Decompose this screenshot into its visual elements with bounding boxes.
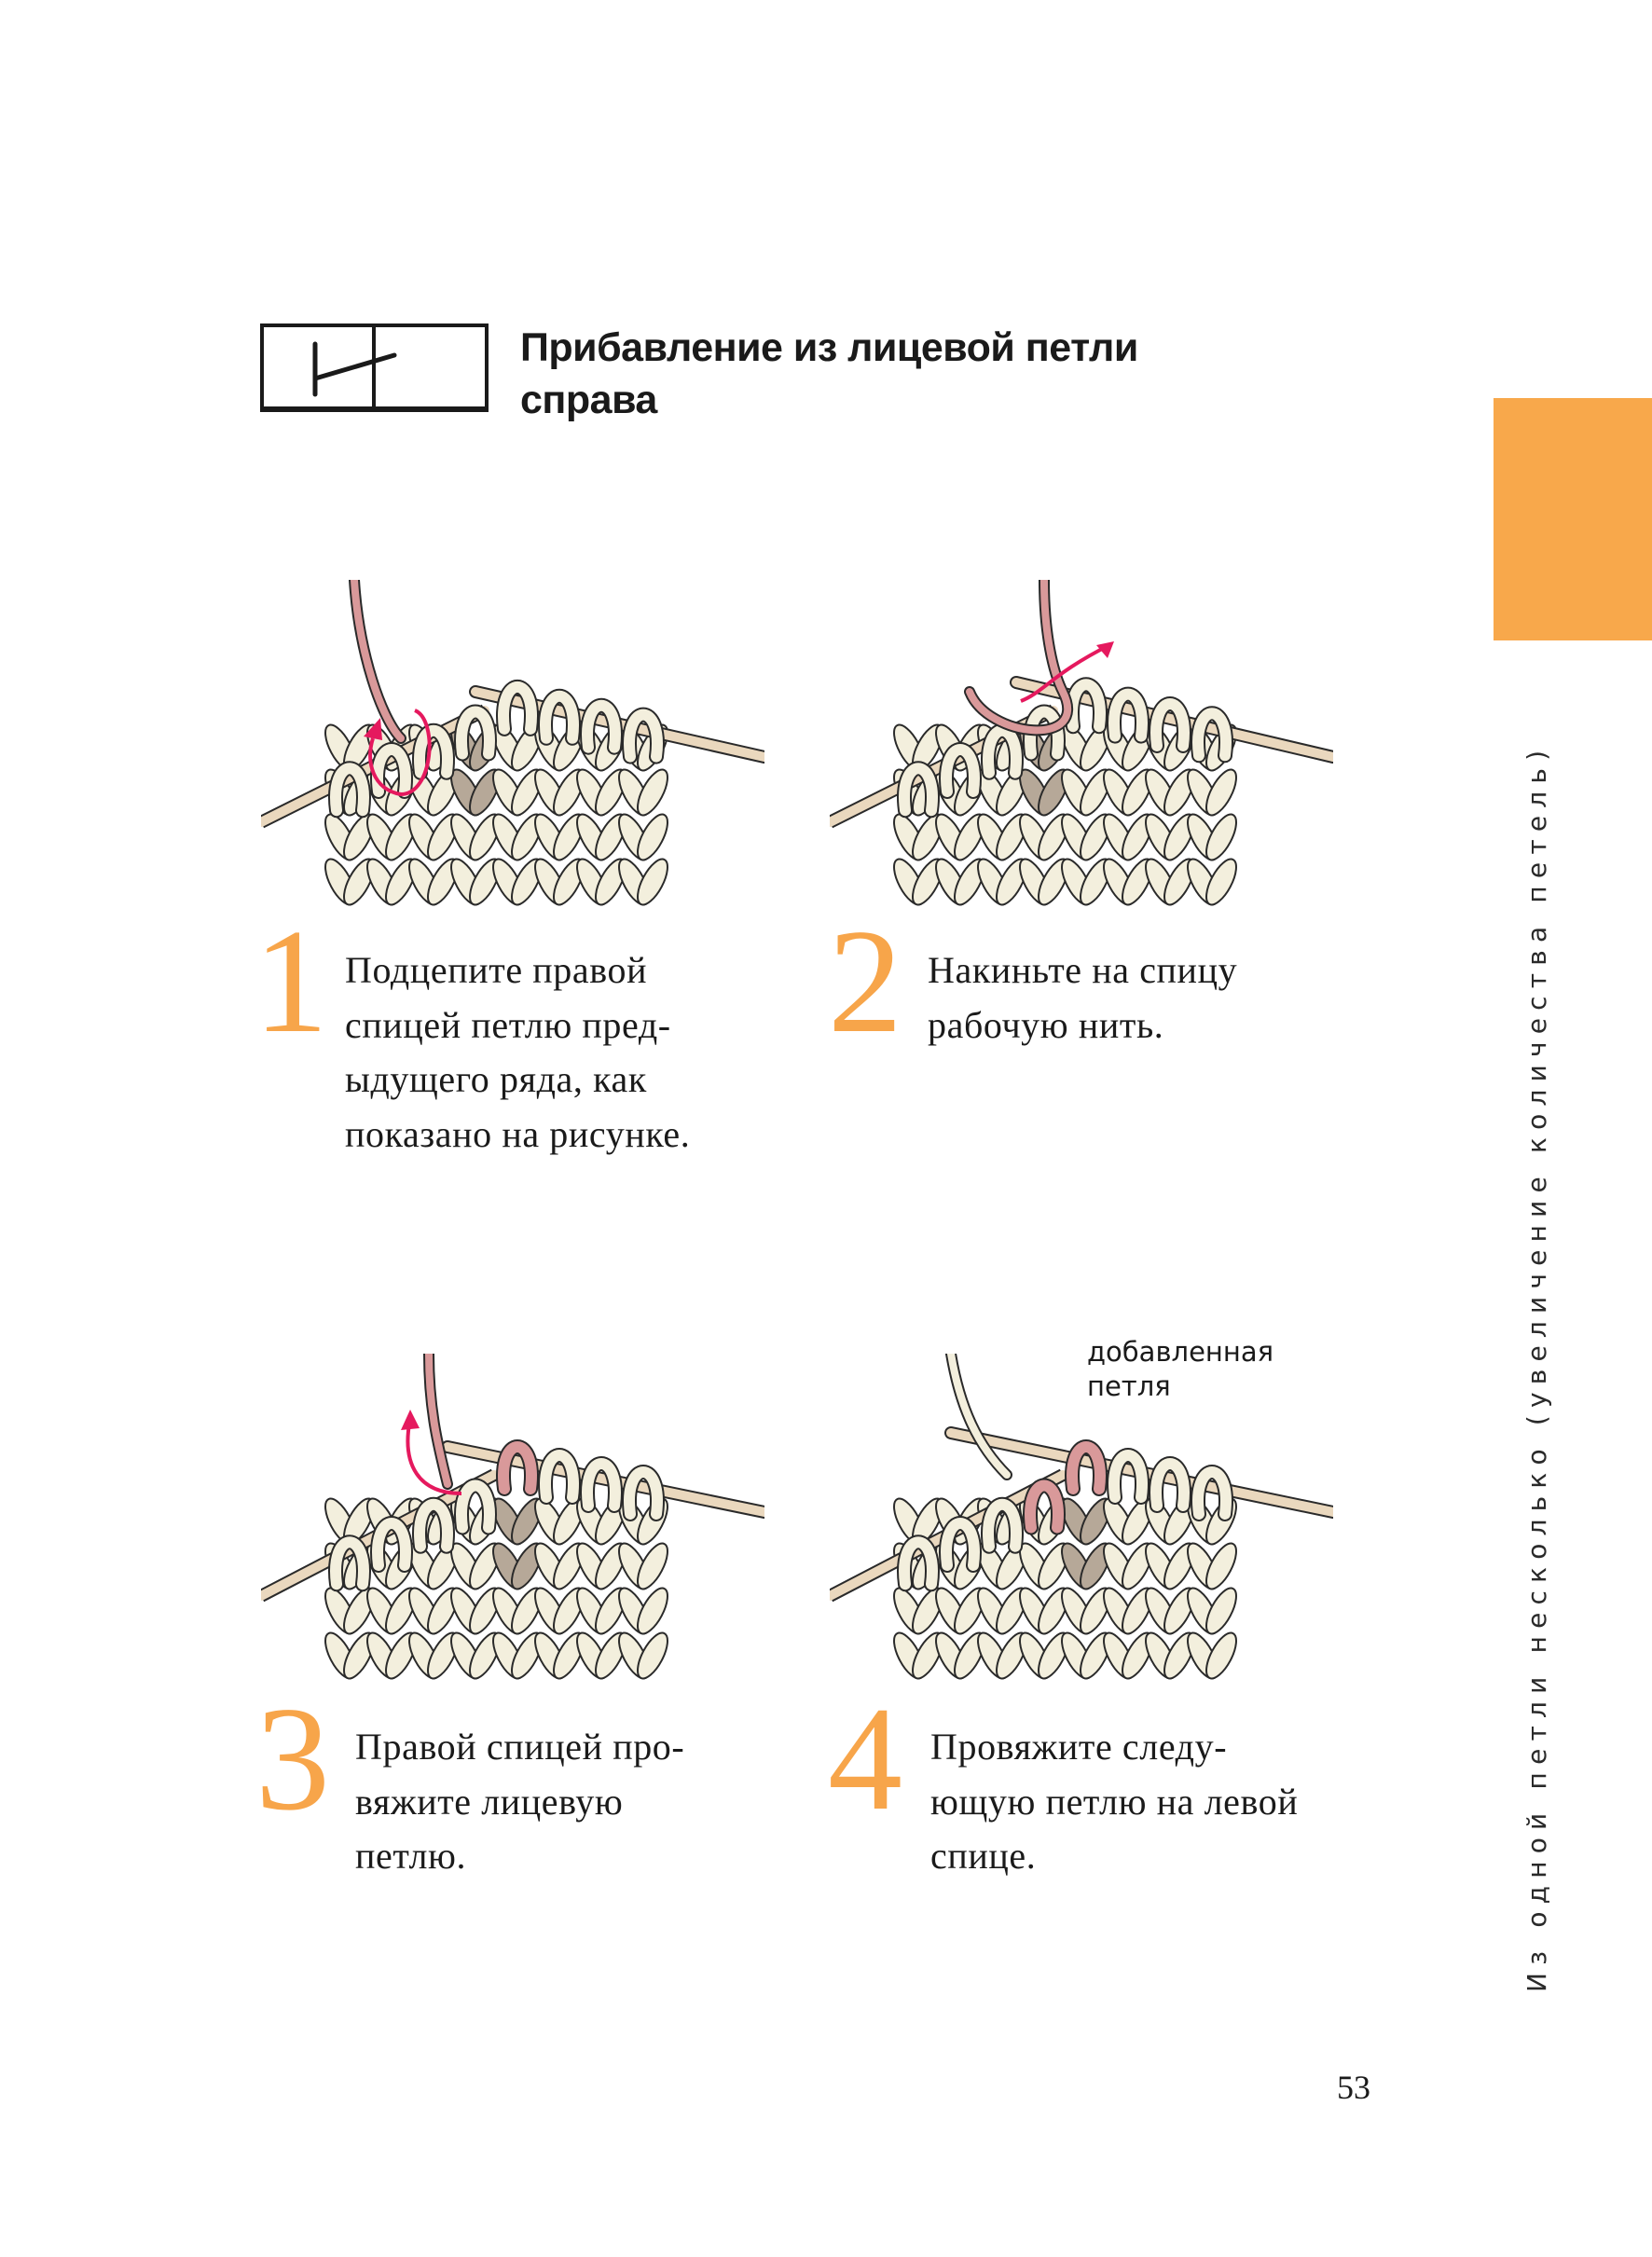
arrow-head [364,718,382,740]
section-tab [1494,398,1652,640]
text-line: ыдущего ряда, как [345,1058,647,1100]
working-yarn [425,1354,451,1488]
stitch-leg [637,1631,668,1680]
working-yarn [945,1354,1012,1480]
page-number: 53 [1337,2069,1370,2106]
step-number: 1 [254,898,328,1064]
needle-loop [624,1466,663,1520]
text-line: Накиньте на спицу [928,949,1238,991]
stitch-leg [1205,768,1237,817]
step-number: 4 [828,1675,902,1841]
needle-loop [582,1458,621,1511]
needle-loop [1025,1479,1064,1534]
text-line: показано на рисунке. [345,1112,691,1155]
text-line: Подцепите правой [345,949,648,991]
needle-loop [456,1479,495,1534]
illustration-step-1 [261,580,764,906]
label-line: добавленная [1087,1336,1274,1368]
needle-loop [899,1536,938,1590]
arrow-head [401,1410,420,1430]
working-yarn [351,580,405,742]
stitch-leg [637,1587,668,1635]
chart-symbol-icon [260,323,489,412]
needle-loop [330,763,369,817]
stitch-leg [1205,1631,1237,1680]
step-4-text: Провяжите следу- ющую петлю на левой спи… [930,1720,1298,1884]
text-line: спице. [930,1835,1037,1877]
needle-loop [899,763,938,817]
needle-loop [456,706,495,760]
step-2-text: Накиньте на спицу рабочую нить. [928,943,1237,1053]
illustration-step-4 [830,1354,1333,1680]
working-yarn [349,580,406,744]
illustration-step-3 [261,1354,764,1680]
needle-loop [624,709,663,763]
needle-loop [498,1441,537,1494]
direction-arrow [1020,643,1110,703]
stitch-leg [637,858,668,906]
needle-loop [498,681,537,735]
needle-loop [1067,1441,1106,1494]
needle-loop [1025,706,1064,760]
text-line: вяжите лицевую [355,1780,624,1823]
step-3-text: Правой спицей про- вяжите лицевую петлю. [355,1720,684,1884]
section-vertical-title: Из одной петли несколько (увеличение кол… [1521,742,1552,1992]
needle-loop [941,744,980,797]
needle-loop [1150,1458,1190,1511]
stitch-leg [637,1542,668,1590]
direction-arrow [406,1418,462,1495]
needle-loop [372,744,411,797]
label-line: петля [1087,1370,1171,1402]
stitch-leg [637,813,668,861]
page-title: Прибавление из лицевой петли справа [520,322,1138,426]
working-yarn [966,580,1072,735]
needle-loop [1150,698,1190,751]
stitch-leg [1205,858,1237,906]
text-line: Правой спицей про- [355,1726,685,1768]
stitch-leg [1205,813,1237,861]
direction-arrow [368,709,432,797]
needle-loop [1192,1466,1232,1520]
text-line: спицей петлю пред- [345,1003,671,1046]
needle-loop [540,691,579,744]
stitch-leg [1205,1542,1237,1590]
illustration-step-2 [830,580,1333,906]
needle-loop [983,1499,1022,1552]
text-line: петлю. [355,1835,467,1877]
text-line: Провяжите следу- [930,1726,1228,1768]
needle-loop [941,1518,980,1571]
stitch-leg [1205,1587,1237,1635]
needle-loop [414,1499,453,1552]
step-number: 3 [255,1675,330,1841]
working-yarn [947,1354,1011,1479]
step-1-text: Подцепите правой спицей петлю пред- ыдущ… [345,943,690,1162]
needle-loop [414,725,453,778]
needle-loop [1108,1450,1148,1503]
added-loop-label: добавленная петля [1087,1335,1273,1404]
title-line: справа [520,378,657,422]
needle-loop [1108,688,1148,742]
text-line: ющую петлю на левой [930,1780,1299,1823]
needle-loop [1192,708,1232,762]
text-line: рабочую нить. [928,1003,1164,1046]
needle-loop [983,725,1022,778]
needle-loop [582,699,621,753]
title-line: Прибавление из лицевой петли [520,325,1138,370]
arrow-head [1096,641,1114,658]
step-number: 2 [828,898,902,1064]
needle-loop [330,1536,369,1590]
stitch-leg [637,768,668,817]
needle-loop [540,1450,579,1503]
needle-loop [372,1518,411,1571]
